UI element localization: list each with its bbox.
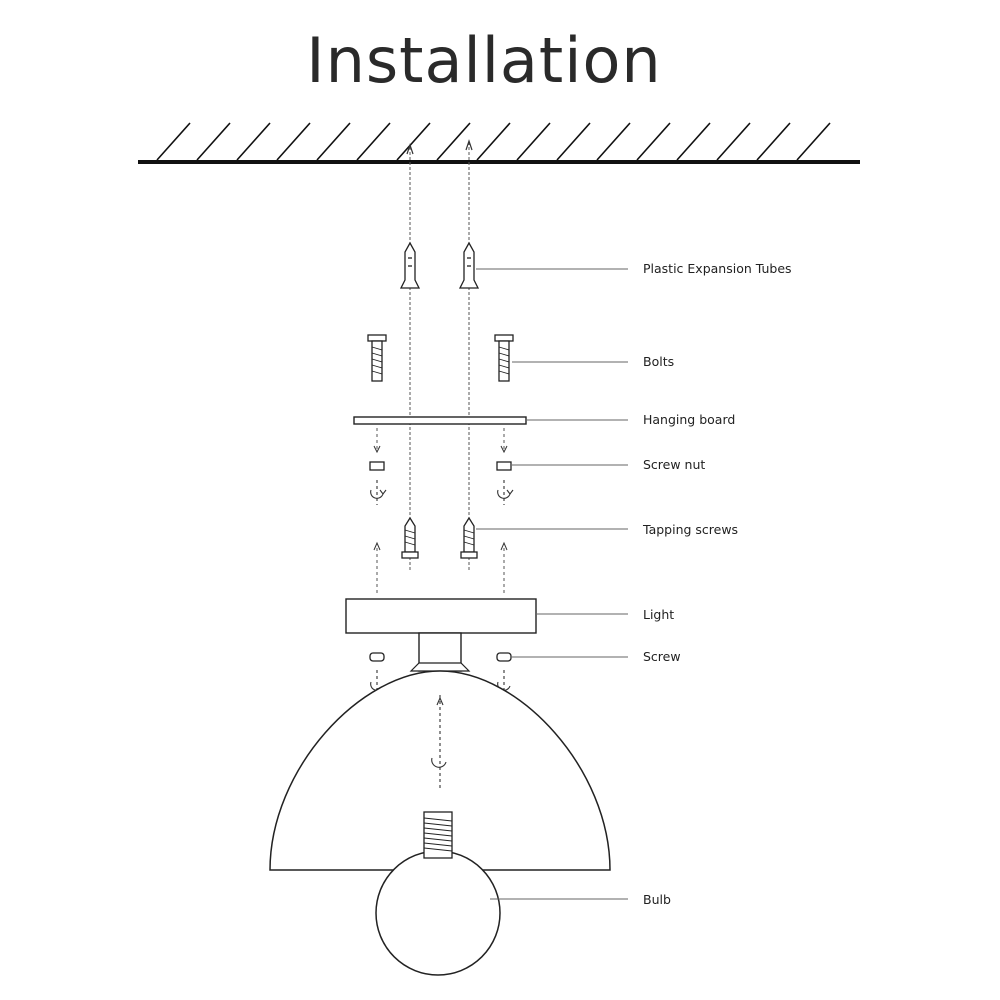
expansion-tube-right <box>458 241 480 289</box>
screw-nut-right <box>496 461 512 471</box>
hanging-board <box>353 416 527 425</box>
label-tapping-screws: Tapping screws <box>642 522 738 537</box>
screw-nut-left <box>369 461 385 471</box>
screw-left <box>369 652 385 662</box>
assembly-arrow-left-long <box>406 143 414 570</box>
bolt-right <box>494 334 514 382</box>
tapping-screw-right <box>460 516 478 559</box>
expansion-tube-left <box>399 241 421 289</box>
label-plastic-expansion-tubes: Plastic Expansion Tubes <box>643 261 792 276</box>
bolt-left <box>367 334 387 382</box>
bulb <box>375 811 501 976</box>
label-bulb: Bulb <box>643 892 671 907</box>
light-stem-collar <box>409 662 471 672</box>
assembly-arrow-right-long <box>465 139 473 570</box>
dashed-light-to-board-left <box>373 541 381 596</box>
label-screw: Screw <box>643 649 681 664</box>
light-canopy <box>345 598 537 634</box>
rotation-arrow-nut-right <box>497 480 514 505</box>
diagram-title: Installation <box>306 24 661 97</box>
ceiling-hatching <box>156 122 831 161</box>
lamp-shade <box>269 670 611 871</box>
tapping-screw-left <box>401 516 419 559</box>
label-hanging-board: Hanging board <box>643 412 735 427</box>
dashed-bolt-to-nut-right <box>500 428 508 454</box>
label-light: Light <box>643 607 674 622</box>
rotation-arrow-center <box>431 695 447 790</box>
leader-lines <box>476 268 628 900</box>
label-bolts: Bolts <box>643 354 674 369</box>
screw-right <box>496 652 512 662</box>
ceiling <box>138 122 860 164</box>
dashed-light-to-board-right <box>500 541 508 596</box>
dashed-bolt-to-nut-left <box>373 428 381 454</box>
rotation-arrow-nut-left <box>370 480 387 505</box>
label-screw-nut: Screw nut <box>643 457 705 472</box>
